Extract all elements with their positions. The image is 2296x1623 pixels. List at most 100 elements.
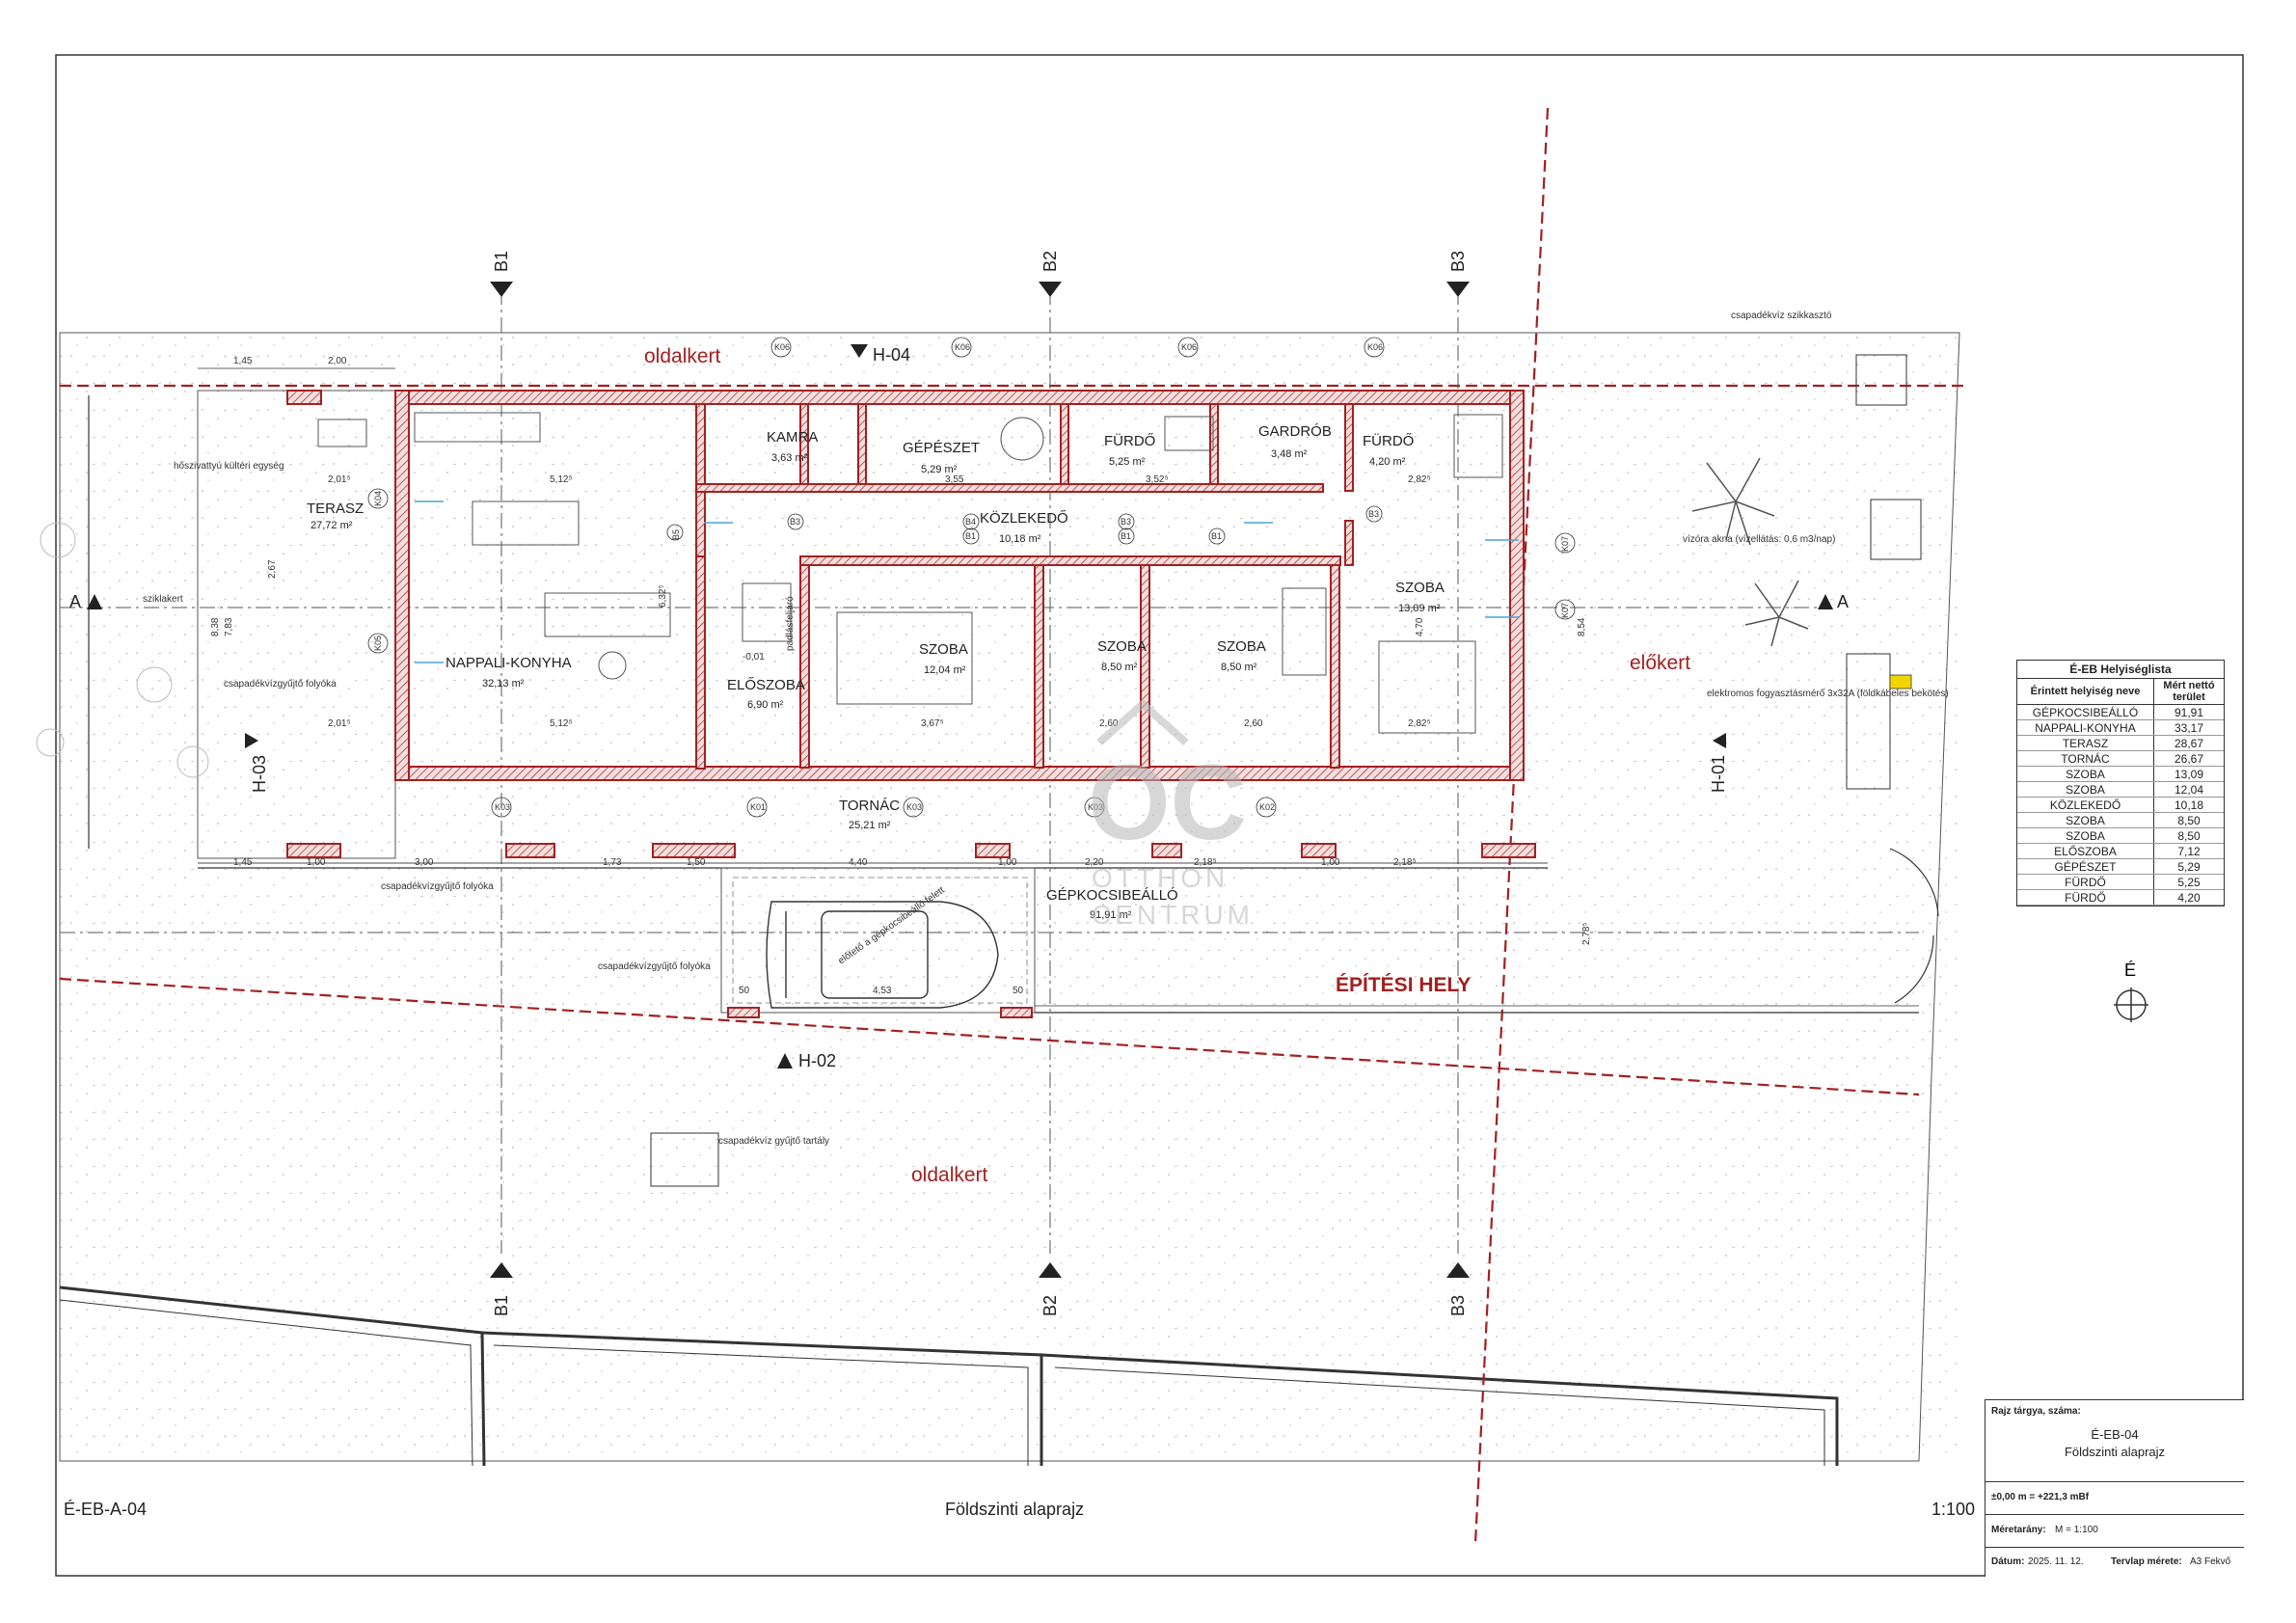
note-hoszivattyu: hőszivattyú kültéri egység [174,461,284,472]
opening-tags [367,337,1576,818]
room-name-furdo1: FÜRDŐ [1104,432,1155,449]
dim-n-201b: 2,01⁵ [328,718,351,729]
tag-k06-3: K06 [1181,342,1197,352]
room-name-kamra: KAMRA [767,429,818,446]
tag-k04: K04 [373,491,383,506]
dim-car-50b: 50 [1013,986,1024,996]
room-list-row-area: 12,04 [2153,781,2224,798]
room-list-row-name: GÉPÉSZET [2017,858,2154,875]
title-scale-label: Méretarány: [1991,1525,2046,1535]
note-gyujto-tartaly: csapadékvíz gyűjtő tartály [718,1136,829,1147]
note-elektromos: elektromos fogyasztásmérő 3x32A (földkáb… [1707,689,1949,699]
section-arrow-icon [1818,594,1833,609]
dim-bot-300: 3,00 [415,857,434,868]
room-list-row-area: 33,17 [2153,719,2224,736]
lower-property-lines [59,1285,1839,1467]
tag-k03-3: K03 [1088,802,1103,812]
axis-b1-bottom: B1 [492,1295,511,1316]
tag-b3-2: B3 [1121,517,1131,527]
room-list-table: É-EB Helyiséglista Érintett helyiség nev… [2016,660,2225,906]
room-name-terasz: TERASZ [307,500,364,517]
dim-car-453: 4,53 [873,986,892,996]
tag-k05: K05 [373,636,383,651]
room-list-row-name: GÉPKOCSIBEÁLLÓ [2017,704,2154,720]
dim-bot-150: 1,50 [687,857,706,868]
dim-n-260a: 2,60 [1099,718,1119,729]
note-folyoka-1: csapadékvízgyűjtő folyóka [224,679,337,690]
room-list-row-name: TERASZ [2017,735,2154,751]
axis-b1-top: B1 [492,251,511,272]
tag-b1-3: B1 [1211,531,1222,541]
room-name-gardrob: GARDRÓB [1258,423,1332,440]
drawing-code: É-EB-A-04 [64,1500,148,1519]
gate [1889,848,1939,1004]
tag-k07-2: K07 [1560,603,1570,618]
title-date-label: Dátum: [1991,1556,2025,1567]
tag-b5: B5 [671,529,681,540]
room-list-row-name: SZOBA [2017,812,2154,828]
zone-oldalkert-bottom: oldalkert [911,1164,988,1186]
room-area-kamra: 3,63 m² [771,452,808,464]
room-list-row-area: 91,91 [2153,704,2224,720]
dim-top-200: 2,00 [328,356,347,366]
section-arrow-icon [490,282,513,297]
room-list-row-area: 26,67 [2153,750,2224,767]
room-list-row-name: NAPPALI-KONYHA [2017,719,2154,736]
dim-bot-145: 1,45 [233,857,253,868]
tree-icon [1691,457,1809,647]
title-scale-value: M = 1:100 [2055,1525,2098,1535]
zone-oldalkert-top: oldalkert [644,345,721,367]
watermark-line1: OTTHON [1092,863,1229,893]
section-h03: H-03 [250,755,269,793]
dim-n-352: 3,52⁵ [1146,474,1169,485]
room-name-kozlekedo: KÖZLEKEDŐ [980,509,1068,527]
dim-n-201a: 2,01⁵ [328,474,351,485]
rain-tank-bottom [650,1132,719,1187]
room-list-row-area: 5,29 [2153,858,2224,875]
room-name-szoba1: SZOBA [919,641,968,658]
dim-n-282b: 2,82⁵ [1408,718,1431,729]
room-area-tornac: 25,21 m² [849,820,891,831]
tag-b3-1: B3 [790,517,800,527]
zone-epitesi-hely: ÉPÍTÉSI HELY [1336,974,1471,996]
dim-bot-218b: 2,18⁵ [1393,857,1417,868]
axis-b2-top: B2 [1040,251,1060,272]
section-h04: H-04 [873,345,910,365]
title-level: ±0,00 m = +221,3 mBf [1991,1492,2090,1502]
room-list-col-area: Mért nettó terület [2153,679,2224,705]
note-sziklakert: sziklakert [143,594,183,605]
tag-k06-2: K06 [955,342,970,352]
north-arrow-icon [2114,987,2148,1022]
section-arrow-icon [87,594,102,609]
drawing-scale: 1:100 [1931,1500,1976,1519]
pillars [286,390,1536,1018]
watermark-line2: CENTRUM [1092,900,1254,930]
room-list-row-area: 7,12 [2153,843,2224,859]
room-area-szoba3: 8,50 m² [1221,662,1257,673]
room-list-grid: Érintett helyiség neve Mért nettó terüle… [2017,679,2224,906]
tag-k06-4: K06 [1367,342,1383,352]
window-marks [415,500,1519,663]
axis-b3-bottom: B3 [1448,1295,1468,1316]
dim-n-282a: 2,82⁵ [1408,474,1431,485]
room-list-row-area: 5,25 [2153,874,2224,890]
room-list-row-name: SZOBA [2017,827,2154,844]
dim-left-783: 7,83 [224,617,234,636]
section-arrow-icon [1446,1262,1470,1278]
lower-property-lines-inner [59,1299,1825,1467]
tag-b3-3: B3 [1368,509,1379,519]
room-list-row-name: SZOBA [2017,766,2154,782]
plot-boundary [59,332,1960,1462]
room-labels: TERASZ 27,72 m² NAPPALI-KONYHA 32,13 m² … [307,423,1445,921]
north-label: É [2124,960,2136,980]
section-arrow-icon [245,733,258,748]
dim-n-512a: 5,12⁵ [550,474,573,485]
